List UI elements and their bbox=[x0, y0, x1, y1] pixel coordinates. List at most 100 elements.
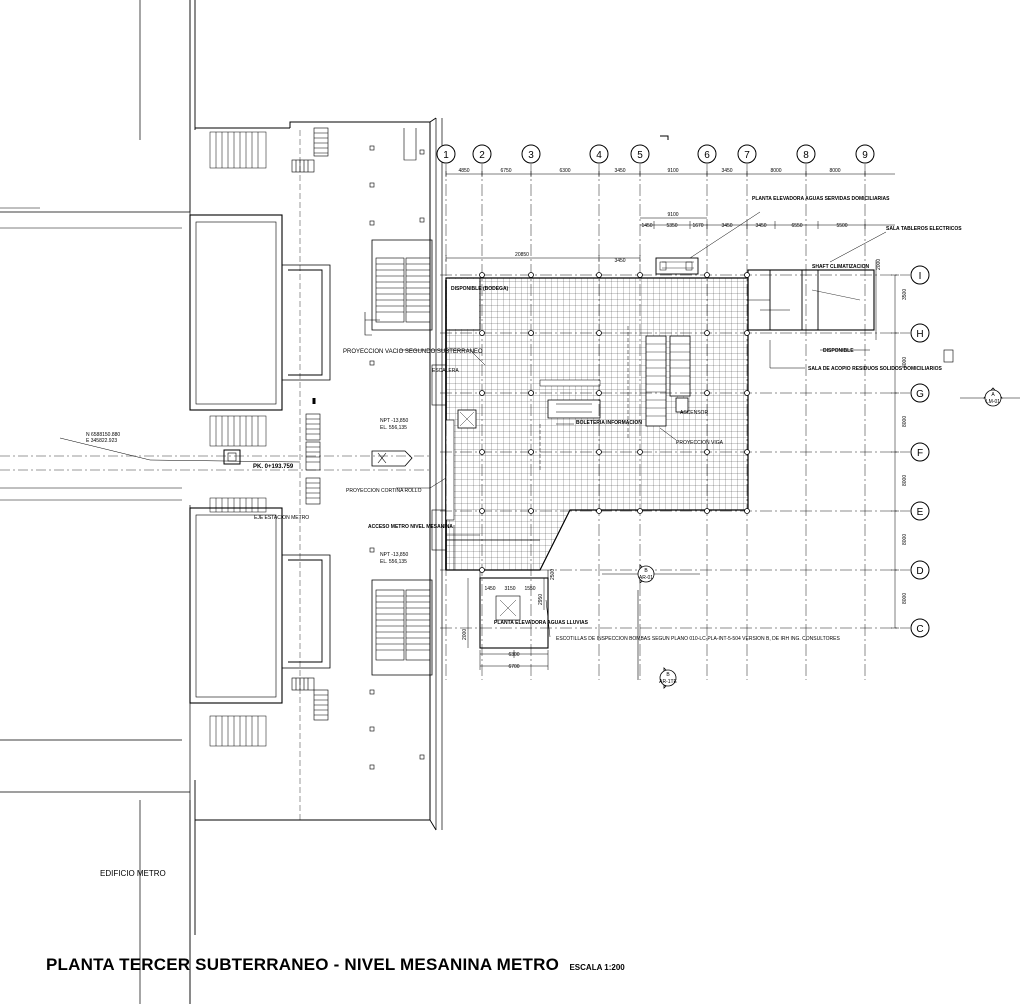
svg-text:SALA DE ACOPIO RESIDUOS SOLIDO: SALA DE ACOPIO RESIDUOS SOLIDOS DOMICILI… bbox=[808, 366, 942, 372]
svg-text:SALA TABLEROS ELECTRICOS: SALA TABLEROS ELECTRICOS bbox=[886, 226, 962, 232]
svg-text:3450: 3450 bbox=[614, 258, 625, 264]
structural-grid-lines bbox=[440, 164, 910, 680]
svg-text:8: 8 bbox=[803, 150, 809, 161]
grid-bubbles-right: I H G F E D C bbox=[910, 265, 930, 638]
svg-text:B: B bbox=[644, 568, 648, 574]
svg-text:5500: 5500 bbox=[836, 223, 847, 229]
section-marker-b-south: B AR-1TE bbox=[659, 667, 678, 689]
svg-text:7: 7 bbox=[744, 150, 750, 161]
grid-bubble-col-2: 2 bbox=[472, 144, 492, 164]
building-label: EDIFICIO METRO bbox=[100, 869, 166, 878]
svg-text:2950: 2950 bbox=[538, 594, 544, 605]
svg-text:8000: 8000 bbox=[902, 475, 908, 486]
grid-bubble-row-f: F bbox=[910, 442, 930, 462]
svg-text:3450: 3450 bbox=[614, 168, 625, 174]
svg-text:6: 6 bbox=[704, 150, 710, 161]
grid-bubble-col-6: 6 bbox=[697, 144, 717, 164]
svg-text:ESCALERA: ESCALERA bbox=[432, 368, 459, 374]
svg-text:9100: 9100 bbox=[667, 212, 678, 218]
svg-text:D: D bbox=[916, 566, 923, 577]
svg-text:EL. 556,135: EL. 556,135 bbox=[380, 425, 407, 431]
svg-text:DISPONIBLE: DISPONIBLE bbox=[823, 348, 854, 354]
section-marker-a: A LM-01 bbox=[943, 349, 1020, 407]
east-annex-rooms bbox=[655, 257, 875, 331]
svg-text:8000: 8000 bbox=[902, 416, 908, 427]
svg-text:8000: 8000 bbox=[770, 168, 781, 174]
svg-text:8000: 8000 bbox=[902, 534, 908, 545]
svg-text:20850: 20850 bbox=[515, 252, 529, 258]
svg-text:I: I bbox=[919, 271, 922, 282]
svg-text:6700: 6700 bbox=[508, 664, 519, 670]
svg-text:5: 5 bbox=[637, 150, 643, 161]
annotation-texts: DISPONIBLE (BODEGA) PROYECCION VACIO SEG… bbox=[86, 196, 962, 642]
svg-text:5350: 5350 bbox=[666, 223, 677, 229]
section-marker-b: B AR-01 bbox=[602, 564, 700, 680]
grid-bubble-col-1: 1 bbox=[436, 144, 456, 164]
south-annex-pump-room bbox=[479, 570, 549, 649]
svg-text:1670: 1670 bbox=[692, 223, 703, 229]
svg-text:G: G bbox=[916, 389, 924, 400]
svg-text:1: 1 bbox=[443, 150, 449, 161]
svg-text:1450: 1450 bbox=[641, 223, 652, 229]
svg-text:3450: 3450 bbox=[721, 168, 732, 174]
title-block: PLANTA TERCER SUBTERRANEO - NIVEL MESANI… bbox=[46, 955, 625, 975]
dimension-lines bbox=[445, 171, 899, 670]
svg-text:DISPONIBLE (BODEGA): DISPONIBLE (BODEGA) bbox=[451, 286, 509, 292]
grid-bubble-row-d: D bbox=[910, 560, 930, 580]
svg-text:3450: 3450 bbox=[721, 223, 732, 229]
svg-text:8000: 8000 bbox=[829, 168, 840, 174]
svg-text:PROYECCION VIGA: PROYECCION VIGA bbox=[676, 440, 724, 446]
metro-station-area bbox=[0, 0, 447, 1004]
svg-text:2000: 2000 bbox=[876, 259, 882, 270]
grid-bubble-row-i: I bbox=[910, 265, 930, 285]
grid-bubble-col-9: 9 bbox=[855, 144, 875, 164]
svg-text:6550: 6550 bbox=[791, 223, 802, 229]
north-tick bbox=[660, 135, 669, 140]
svg-text:2000: 2000 bbox=[462, 629, 468, 640]
svg-text:9100: 9100 bbox=[667, 168, 678, 174]
svg-text:PLANTA ELEVADORA AGUAS SERVIDA: PLANTA ELEVADORA AGUAS SERVIDAS DOMICILI… bbox=[752, 196, 890, 202]
svg-text:2: 2 bbox=[479, 150, 485, 161]
drawing-title: PLANTA TERCER SUBTERRANEO - NIVEL MESANI… bbox=[46, 955, 560, 974]
svg-text:3500: 3500 bbox=[902, 289, 908, 300]
grid-bubble-col-7: 7 bbox=[737, 144, 757, 164]
svg-text:3450: 3450 bbox=[755, 223, 766, 229]
svg-text:ASCENSOR: ASCENSOR bbox=[680, 410, 708, 416]
grid-bubble-row-e: E bbox=[910, 501, 930, 521]
grid-bubble-row-h: H bbox=[910, 323, 930, 343]
grid-bubble-row-g: G bbox=[910, 383, 930, 403]
svg-text:1550: 1550 bbox=[524, 586, 535, 592]
svg-text:4850: 4850 bbox=[458, 168, 469, 174]
svg-text:9: 9 bbox=[862, 150, 868, 161]
grid-bubble-col-4: 4 bbox=[589, 144, 609, 164]
svg-text:BOLETERIA INFORMACION: BOLETERIA INFORMACION bbox=[576, 420, 642, 426]
svg-text:ACCESO METRO NIVEL MESANINA: ACCESO METRO NIVEL MESANINA bbox=[368, 524, 453, 530]
svg-text:EJE ESTACION METRO: EJE ESTACION METRO bbox=[254, 515, 309, 521]
grid-bubble-row-c: C bbox=[910, 618, 930, 638]
svg-text:EL. 556,135: EL. 556,135 bbox=[380, 559, 407, 565]
drawing-scale: ESCALA 1:200 bbox=[569, 963, 625, 972]
svg-text:ESCOTILLAS DE INSPECCION BOMBA: ESCOTILLAS DE INSPECCION BOMBAS SEGUN PL… bbox=[556, 636, 840, 642]
annotation-leaders bbox=[396, 211, 887, 638]
svg-text:6300: 6300 bbox=[559, 168, 570, 174]
svg-text:2500: 2500 bbox=[550, 569, 556, 580]
svg-text:4: 4 bbox=[596, 150, 602, 161]
svg-text:3: 3 bbox=[528, 150, 534, 161]
dimension-labels: 4850 6750 6300 3450 9100 3450 8000 8000 … bbox=[458, 168, 908, 670]
svg-text:6750: 6750 bbox=[500, 168, 511, 174]
svg-text:PROYECCION CORTINA ROLLO: PROYECCION CORTINA ROLLO bbox=[346, 488, 422, 494]
svg-text:NPT -13,850: NPT -13,850 bbox=[380, 418, 408, 424]
column-markers bbox=[479, 272, 750, 573]
svg-text:C: C bbox=[916, 624, 923, 635]
svg-text:E: E bbox=[917, 507, 924, 518]
svg-text:LM-01: LM-01 bbox=[986, 399, 1000, 405]
svg-text:NPT -13,850: NPT -13,850 bbox=[380, 552, 408, 558]
svg-text:H: H bbox=[916, 329, 923, 340]
svg-text:N 6588150.880: N 6588150.880 bbox=[86, 432, 120, 438]
svg-text:PROYECCION VACIO SEGUNDO SUBTE: PROYECCION VACIO SEGUNDO SUBTERRANEO bbox=[343, 349, 483, 355]
svg-text:8000: 8000 bbox=[902, 593, 908, 604]
svg-text:A: A bbox=[991, 392, 995, 398]
svg-text:1450: 1450 bbox=[484, 586, 495, 592]
grid-bubble-col-8: 8 bbox=[796, 144, 816, 164]
